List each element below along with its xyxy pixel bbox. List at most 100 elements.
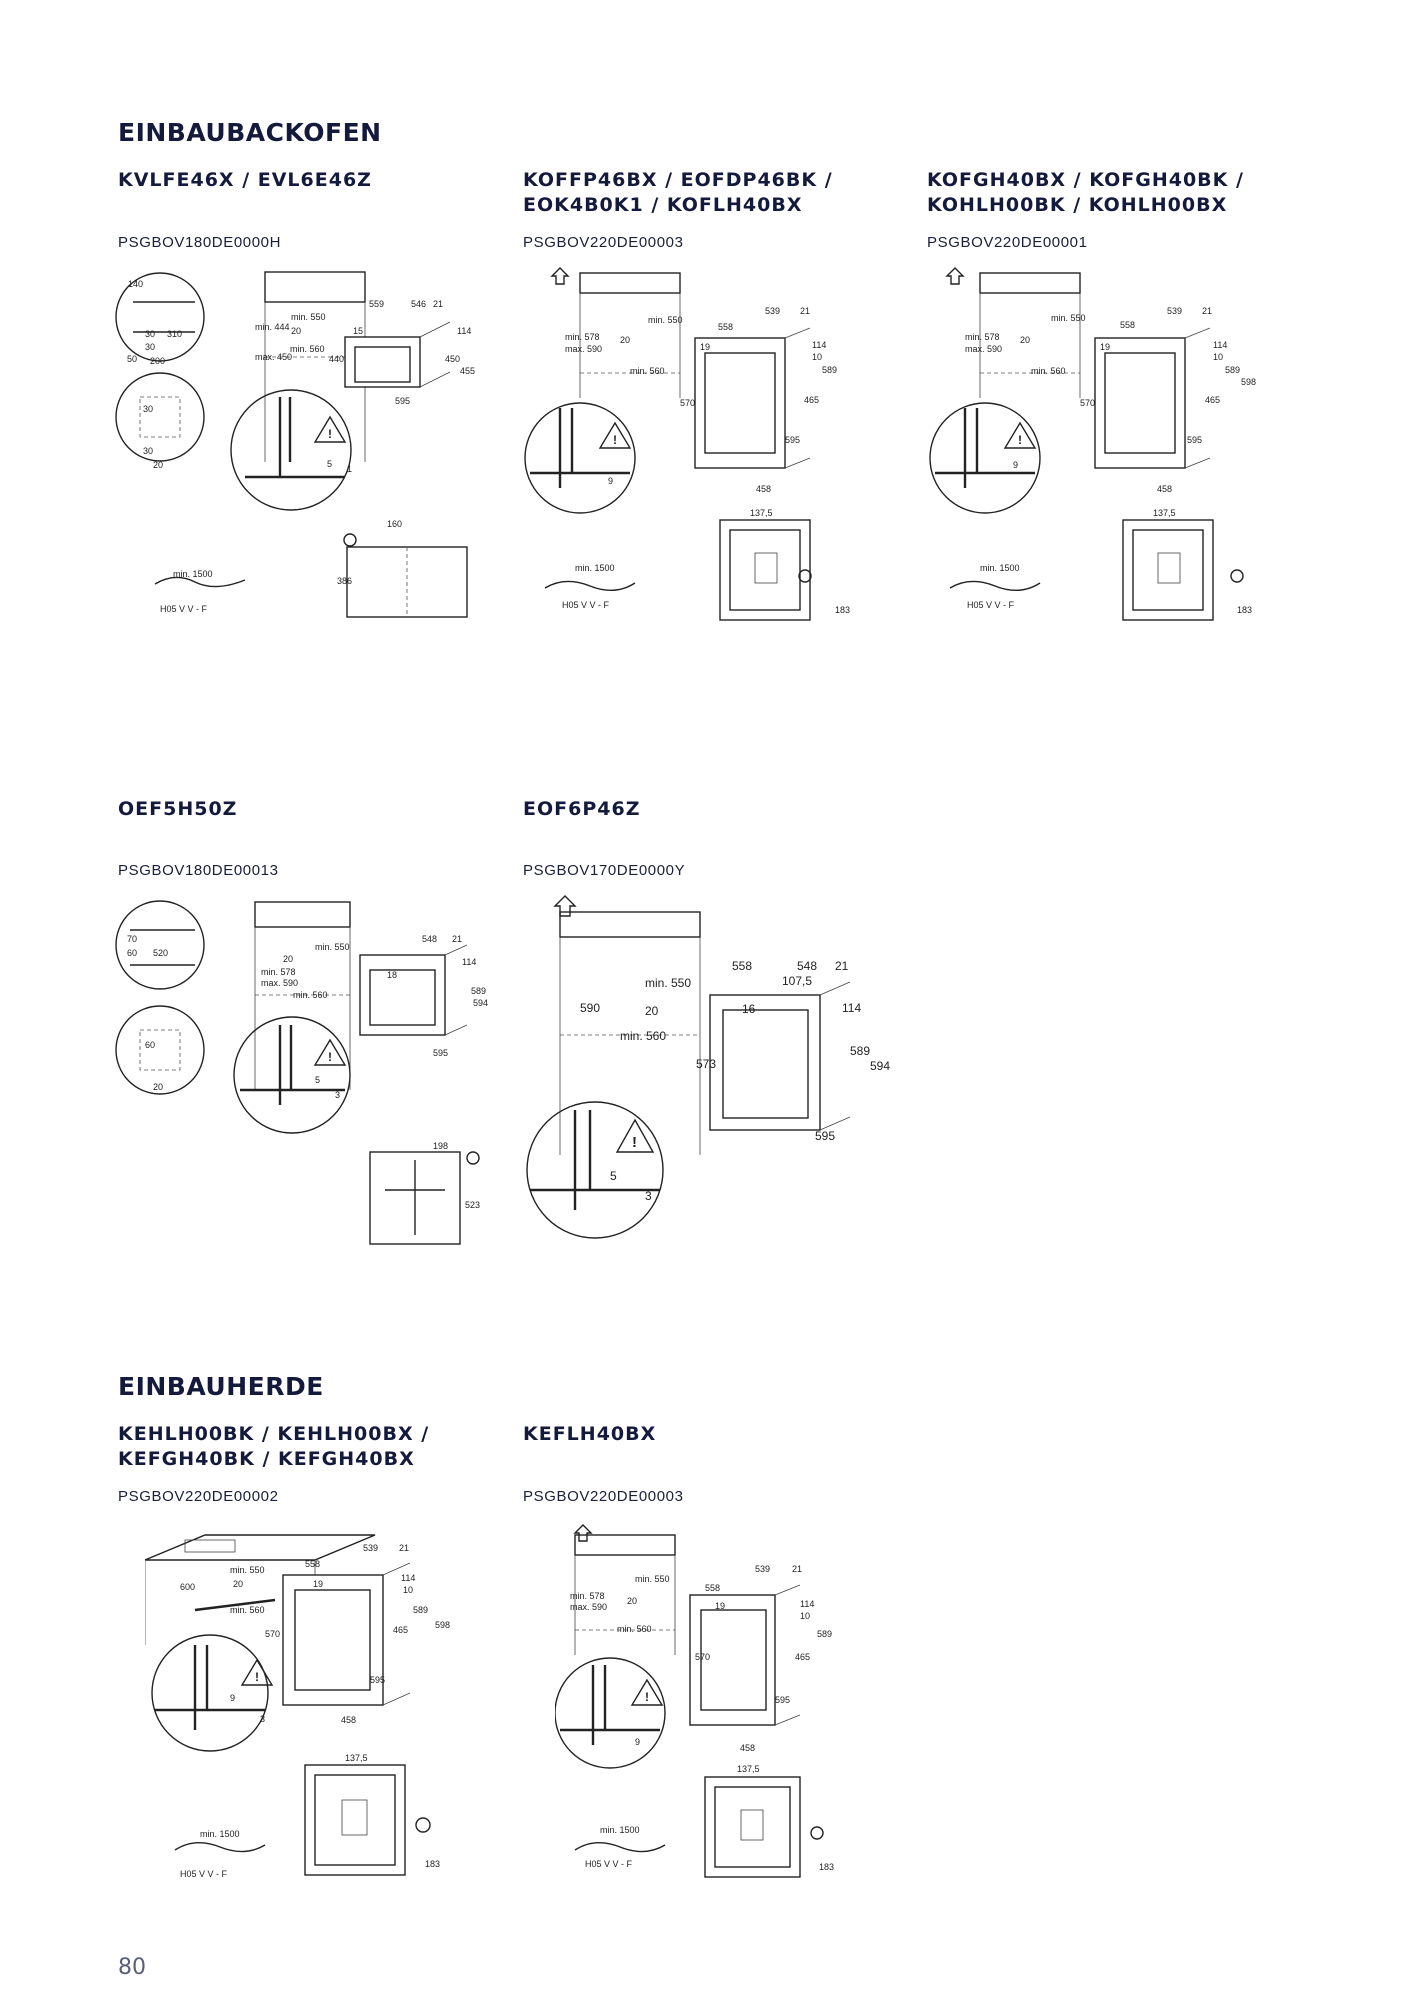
dim-label: 458 <box>756 484 771 494</box>
dim-label: 595 <box>395 396 410 406</box>
dim-label: 5 <box>327 459 332 469</box>
dim-label: 9 <box>608 476 613 486</box>
installation-drawing-oef5h50z: 70 60 520 60 20 min. 550 20 min. 578 max… <box>115 890 495 1255</box>
dim-label: 21 <box>433 299 443 309</box>
section-title-ranges: EINBAUHERDE <box>118 1372 324 1401</box>
dim-label: 21 <box>452 934 462 944</box>
oven-body <box>282 1574 384 1706</box>
dim-label: 114 <box>812 340 826 350</box>
oven-body <box>1094 337 1186 469</box>
power-cable <box>544 580 636 591</box>
product-code: PSGBOV220DE00001 <box>927 234 1088 251</box>
dim-label: 595 <box>433 1048 448 1058</box>
dim-label: 539 <box>363 1543 378 1553</box>
dim-label: 114 <box>401 1573 415 1583</box>
product-title-line: KEFLH40BX <box>523 1423 657 1445</box>
detail-circle <box>929 402 1041 514</box>
detail-circle <box>230 389 352 511</box>
dim-label: 589 <box>850 1044 870 1058</box>
dim-label: 310 <box>167 329 182 339</box>
dim-label: 558 <box>305 1559 320 1569</box>
cabinet-top <box>254 901 351 928</box>
dim-label: min. 550 <box>635 1574 670 1584</box>
product-title-line: EOF6P46Z <box>523 798 641 820</box>
dim-label: 140 <box>128 279 143 289</box>
section-title-ovens: EINBAUBACKOFEN <box>118 118 382 147</box>
dim-label: 595 <box>370 1675 385 1685</box>
cabinet-top <box>574 1534 676 1556</box>
warning-icon <box>1003 421 1037 449</box>
dim-label: 559 <box>369 299 384 309</box>
dim-label: min. 550 <box>230 1565 265 1575</box>
power-cable <box>174 1842 266 1853</box>
product-title-oef5h50z: OEF5H50Z <box>118 797 237 822</box>
dim-label: 9 <box>1013 460 1018 470</box>
dim-label: 20 <box>153 460 163 470</box>
dim-label: 450 <box>445 354 460 364</box>
dim-label: 558 <box>718 322 733 332</box>
dim-label: 160 <box>387 519 402 529</box>
detail-circle <box>526 1101 664 1239</box>
warning-icon <box>598 421 632 449</box>
dim-label: 19 <box>1100 342 1110 352</box>
dim-label: 10 <box>812 352 822 362</box>
product-code: PSGBOV180DE00013 <box>118 862 279 879</box>
dim-label: min. 1500 <box>173 569 213 579</box>
dim-label: 30 <box>143 446 153 456</box>
cabinet-top <box>264 271 366 303</box>
dim-label: 465 <box>804 395 819 405</box>
power-cable <box>949 580 1041 591</box>
dim-label: max. 590 <box>965 344 1002 354</box>
installation-drawing-kehlh00bk: min. 550 20 600 min. 560 558 539 21 19 5… <box>145 1515 485 1895</box>
dim-label: 3 <box>260 1714 265 1724</box>
dim-label: 595 <box>785 435 800 445</box>
product-title-line: KOFFP46BX / EOFDP46BK / <box>523 169 833 191</box>
dim-label: min. 550 <box>648 315 683 325</box>
dim-label: 598 <box>435 1620 450 1630</box>
product-title-line: OEF5H50Z <box>118 798 238 820</box>
cable-type-label: H05 V V - F <box>180 1869 228 1879</box>
dim-label: min. 1500 <box>200 1829 240 1839</box>
dim-label: 15 <box>353 326 363 336</box>
installation-drawing-koffp46bx: min. 550 20 min. 578 max. 590 min. 560 5… <box>520 258 880 633</box>
oven-top-view <box>369 1151 461 1245</box>
svg-text:!: ! <box>1018 433 1022 447</box>
dim-label: 589 <box>822 365 837 375</box>
arrow-up-icon <box>550 267 570 285</box>
product-title-line: EOK4B0K1 / KOFLH40BX <box>523 194 803 216</box>
dim-label: 558 <box>705 1583 720 1593</box>
countertop <box>145 1534 376 1561</box>
dim-label: 183 <box>425 1859 440 1869</box>
dim-label: 21 <box>835 959 849 973</box>
dim-label: 595 <box>775 1695 790 1705</box>
dim-label: 137,5 <box>750 508 773 518</box>
product-code: PSGBOV220DE00003 <box>523 234 684 251</box>
cabinet-top <box>979 272 1081 294</box>
detail-circle <box>151 1634 269 1752</box>
warning-icon <box>313 415 347 443</box>
arrow-up-icon <box>573 1524 593 1542</box>
dim-label: min. 560 <box>290 344 325 354</box>
detail-circle <box>115 372 205 462</box>
cable-type-label: H05 V V - F <box>562 600 610 610</box>
dim-label: 183 <box>1237 605 1252 615</box>
dim-label: 30 <box>145 329 155 339</box>
product-code: PSGBOV220DE00003 <box>523 1488 684 1505</box>
product-title-line: KOHLH00BK / KOHLH00BX <box>927 194 1228 216</box>
cable-type-label: H05 V V - F <box>160 604 208 614</box>
dim-label: min. 1500 <box>980 563 1020 573</box>
svg-text:!: ! <box>613 433 617 447</box>
oven-body <box>694 337 786 469</box>
oven-top-view <box>704 1776 801 1878</box>
dim-label: max. 450 <box>255 352 292 362</box>
product-title-kehlh00bk: KEHLH00BK / KEHLH00BX / KEFGH40BK / KEFG… <box>118 1422 429 1472</box>
dim-label: 458 <box>341 1715 356 1725</box>
installation-drawing-eof6p46z: min. 550 20 590 min. 560 558 548 21 107,… <box>520 890 900 1265</box>
dim-label: 458 <box>740 1743 755 1753</box>
oven-body <box>344 336 421 388</box>
dim-label: 570 <box>695 1652 710 1662</box>
dim-label: max. 590 <box>570 1602 607 1612</box>
dim-label: 465 <box>393 1625 408 1635</box>
dim-label: 595 <box>1187 435 1202 445</box>
dim-label: max. 590 <box>261 978 298 988</box>
